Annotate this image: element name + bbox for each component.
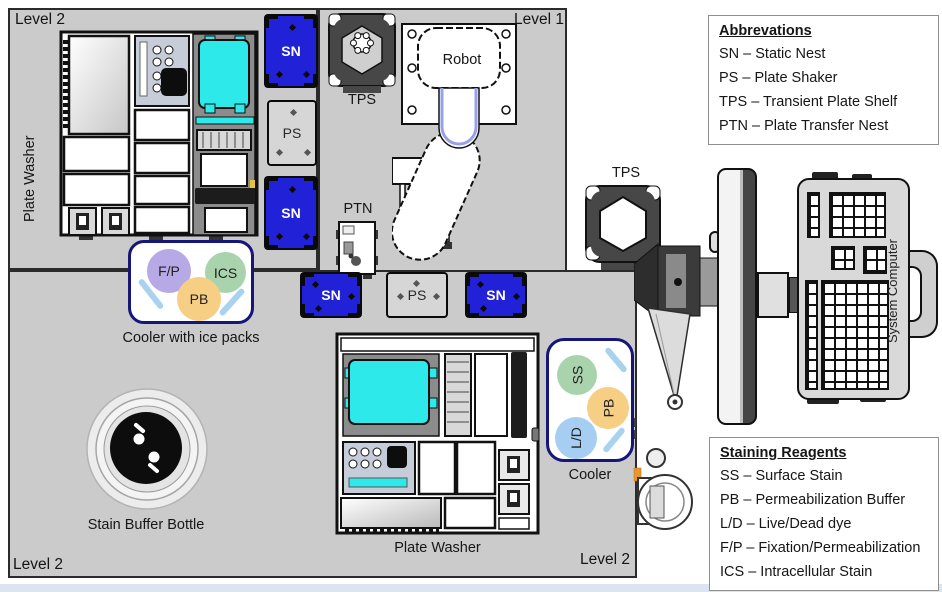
- plate-shaker-1-label: PS: [282, 125, 302, 141]
- monitor-arm-drawing: [634, 242, 723, 410]
- ice-pack-top: [604, 346, 628, 374]
- keyboard-nav-block: [831, 246, 855, 270]
- keyboard-tab-top: [812, 172, 838, 180]
- legend-item-ps: PS – Plate Shaker: [719, 70, 838, 86]
- transient-plate-shelf-2-drawing: [585, 185, 661, 270]
- plate-washer-2-drawing: [335, 332, 540, 535]
- ld-reagent-chip: L/D: [555, 417, 597, 459]
- legend-item-pb: PB – Permeabilization Buffer: [720, 492, 906, 508]
- plate-shaker-2: PS: [386, 272, 448, 318]
- legend-item-ptn: PTN – Plate Transfer Nest: [719, 118, 889, 134]
- cooler-with-ice-packs-label: Cooler with ice packs: [122, 330, 260, 346]
- cooler-label: Cooler: [568, 467, 612, 483]
- tps-1-label: TPS: [347, 92, 377, 108]
- abbreviations-legend: Abbrevations SN – Static Nest PS – Plate…: [708, 15, 939, 145]
- cooler-with-ice-packs: F/P ICS PB: [128, 240, 254, 324]
- plate-washer-1-label: Plate Washer: [22, 135, 38, 223]
- keyboard-function-column: [807, 192, 820, 238]
- pb-reagent-chip-2: PB: [587, 387, 629, 429]
- static-nest-3: SN: [300, 272, 362, 318]
- static-nest-1: SN: [264, 14, 318, 88]
- abbreviations-legend-title: Abbrevations: [719, 23, 812, 39]
- system-computer-label: System Computer: [885, 238, 900, 344]
- plate-washer-2-label: Plate Washer: [394, 540, 481, 556]
- plate-transfer-nest-drawing: [336, 221, 378, 279]
- legend-item-tps: TPS – Transient Plate Shelf: [719, 94, 898, 110]
- static-nest-3-label: SN: [321, 287, 341, 303]
- tps-2-label: TPS: [611, 165, 641, 181]
- static-nest-4: SN: [465, 272, 527, 318]
- system-computer-keyboard: System Computer: [797, 178, 910, 400]
- static-nest-2-label: SN: [281, 205, 301, 221]
- keyboard-tab-top-2: [852, 174, 872, 181]
- level2-label-bottom-right: Level 2: [580, 551, 630, 568]
- keyboard-foot-left: [807, 396, 839, 404]
- keyboard-arrow-block: [863, 246, 887, 274]
- bottom-edge-strip: [0, 584, 942, 592]
- legend-item-sn: SN – Static Nest: [719, 46, 826, 62]
- ptn-label: PTN: [343, 201, 373, 217]
- stain-buffer-bottle-drawing: [86, 388, 208, 510]
- level2-label-top-left: Level 2: [15, 11, 65, 28]
- keyboard-main-block: [821, 280, 889, 390]
- ics-reagent-chip: ICS: [205, 252, 246, 293]
- robot-drawing: [392, 23, 517, 261]
- static-nest-1-label: SN: [281, 43, 301, 59]
- level1-label: Level 1: [514, 11, 564, 28]
- static-nest-2: SN: [264, 176, 318, 250]
- robot-label: Robot: [442, 52, 482, 68]
- staining-legend-title: Staining Reagents: [720, 445, 847, 461]
- monitor-base-drawing: [624, 418, 693, 530]
- computer-handle-hole: [906, 266, 922, 322]
- pb-reagent-chip-1: PB: [177, 277, 221, 321]
- cooler: SS PB L/D: [546, 338, 634, 462]
- keyboard-numpad-block: [829, 192, 886, 238]
- plate-washer-1-drawing: [59, 30, 259, 240]
- plate-shaker-1: PS: [267, 100, 317, 166]
- ss-reagent-chip: SS: [557, 355, 597, 395]
- plate-shaker-2-label: PS: [407, 287, 427, 303]
- static-nest-4-label: SN: [486, 287, 506, 303]
- staining-reagents-legend: Staining Reagents SS – Surface Stain PB …: [709, 437, 939, 591]
- legend-item-fp: F/P – Fixation/Permeabilization: [720, 540, 921, 556]
- legend-item-ics: ICS – Intracellular Stain: [720, 564, 873, 580]
- legend-item-ld: L/D – Live/Dead dye: [720, 516, 852, 532]
- keyboard-modifier-column: [805, 280, 818, 390]
- legend-item-ss: SS – Surface Stain: [720, 468, 843, 484]
- monitor-bracket: [757, 272, 789, 318]
- ice-pack-bottom: [602, 426, 626, 454]
- stain-buffer-bottle-label: Stain Buffer Bottle: [87, 517, 205, 533]
- level2-label-bottom-left: Level 2: [13, 556, 63, 573]
- transient-plate-shelf-1-drawing: [328, 13, 396, 93]
- monitor: [717, 168, 757, 425]
